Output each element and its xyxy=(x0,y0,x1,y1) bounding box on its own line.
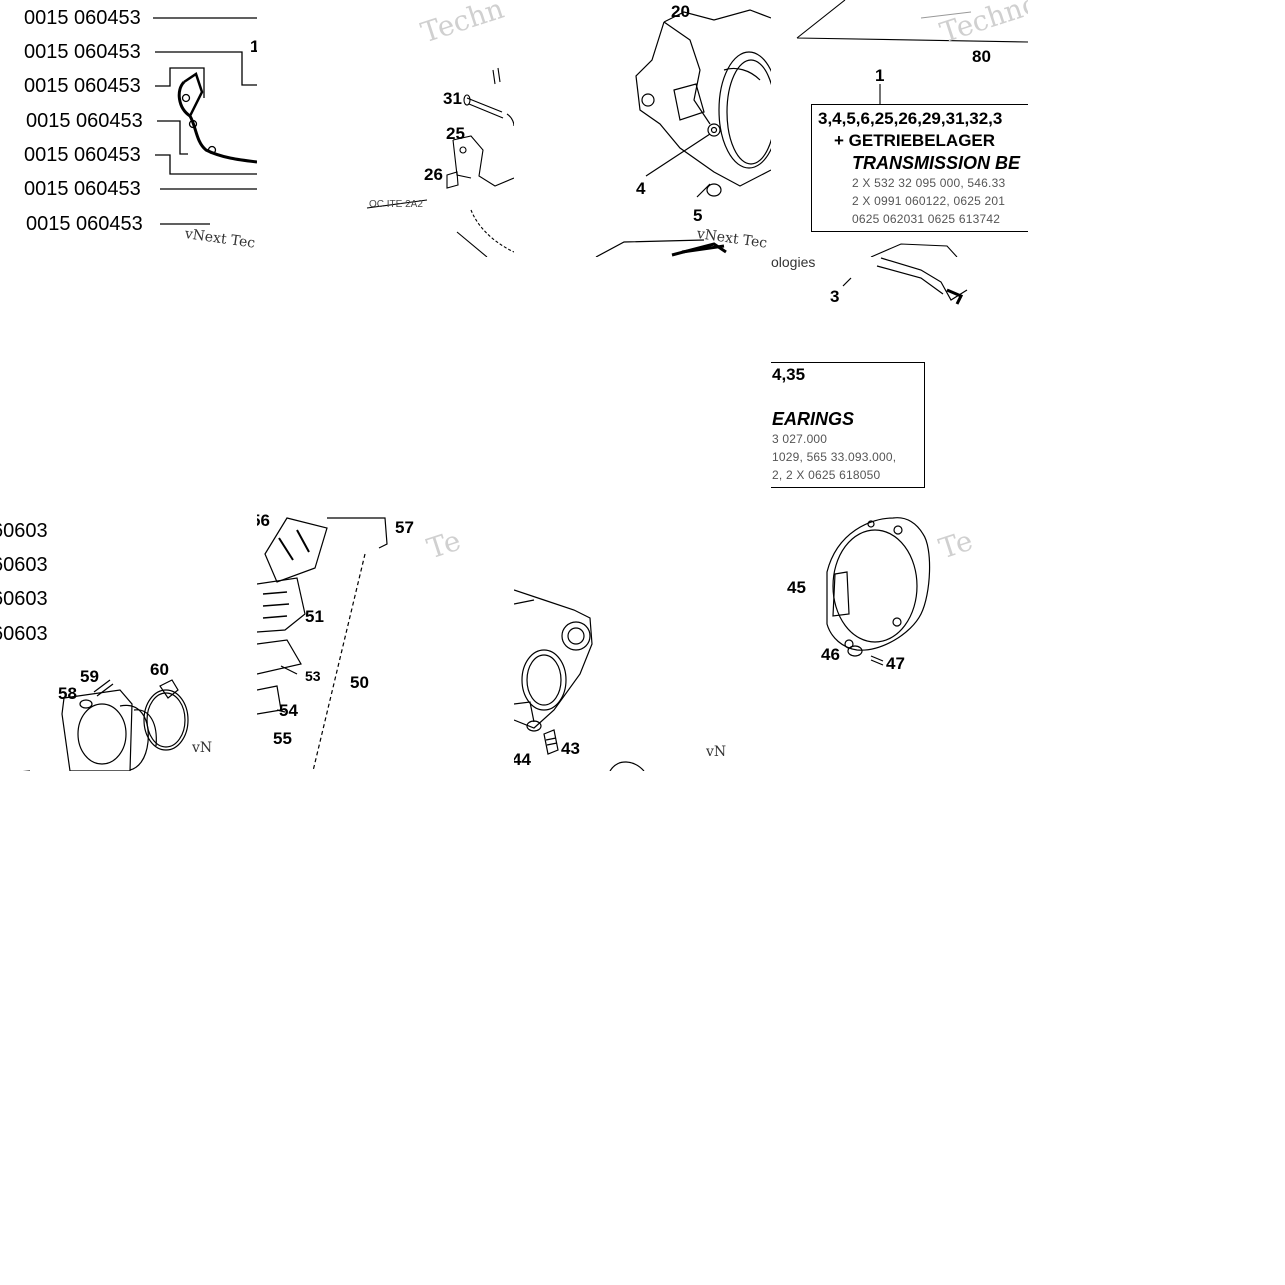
label-45: 45 xyxy=(787,578,806,597)
label-80: 80 xyxy=(972,47,991,66)
part-number-5: 0015 060453 xyxy=(24,144,141,166)
label-56: 56 xyxy=(257,514,270,530)
label-1: 1 xyxy=(875,66,885,85)
label-50: 50 xyxy=(350,673,369,692)
tile-bolt-cover: Techn 31 25 26 OC ITE 2A2 xyxy=(257,0,514,257)
part-number-6: 0015 060453 xyxy=(24,178,141,200)
watermark: vN xyxy=(706,744,727,760)
box-title-de: + GETRIEBELAGER xyxy=(834,131,996,150)
part-number-a: 60603 xyxy=(0,520,48,542)
case-edge-drawing xyxy=(842,257,968,305)
label-58: 58 xyxy=(58,684,77,703)
label-54: 54 xyxy=(279,701,298,720)
label-44: 44 xyxy=(514,750,531,769)
tile-box-continuation: 4,35 EARINGS 3 027.000 1029, 565 33.093.… xyxy=(771,362,925,489)
part-number-b: 60603 xyxy=(0,554,48,576)
kit-info-box: 3,4,5,6,25,26,29,31,32,3 + GETRIEBELAGER… xyxy=(811,104,1028,232)
label-26: 26 xyxy=(424,165,443,184)
watermark-2: ologies xyxy=(771,254,816,270)
box-parts-list: 3,4,5,6,25,26,29,31,32,3 xyxy=(818,109,1003,128)
part-number-4: 0015 060453 xyxy=(26,110,143,132)
part-number-d: 60603 xyxy=(0,623,48,645)
label-53: 53 xyxy=(305,668,321,684)
label-59: 59 xyxy=(80,667,99,686)
box-line-4: 2 X 532 32 095 000, 546.33 xyxy=(852,176,1006,190)
box-line-6: 0625 062031 0625 613742 xyxy=(852,212,1001,226)
part-number-c: 60603 xyxy=(0,588,48,610)
label-5: 5 xyxy=(693,206,703,225)
label-60: 60 xyxy=(150,660,169,679)
callout-1: 1 xyxy=(250,37,257,56)
box-line-4-end: 3 027.000 xyxy=(772,432,828,446)
label-55: 55 xyxy=(273,729,292,748)
tile-clutch-cover: 45 46 47 Te xyxy=(771,514,981,674)
label-4: 4 xyxy=(636,179,646,198)
label-31: 31 xyxy=(443,89,462,108)
tile-crankcase: 20 4 5 vNext Tec xyxy=(514,0,771,257)
label-47: 47 xyxy=(886,654,905,673)
label-25: 25 xyxy=(446,124,465,143)
reed-valve-drawing xyxy=(257,517,388,771)
label-51: 51 xyxy=(305,607,324,626)
part-number-7: 0015 060453 xyxy=(26,213,143,235)
label-20: 20 xyxy=(671,2,690,21)
tile-part-number-list: 0015 060453 0015 060453 0015 060453 0015… xyxy=(0,0,257,257)
intake-flange-drawing xyxy=(22,679,189,771)
box-line-6-end: 2, 2 X 0625 618050 xyxy=(772,468,881,482)
tile-intake-flange: 60603 60603 60603 60603 59 60 58 vN xyxy=(0,514,257,771)
box-line-5-end: 1029, 565 33.093.000, xyxy=(772,450,897,464)
gasket-drawing xyxy=(153,17,257,225)
clutch-cover-drawing xyxy=(826,517,931,666)
part-number-3: 0015 060453 xyxy=(24,75,141,97)
tile-case-edge: ologies 3 xyxy=(771,230,1028,310)
small-text: OC ITE 2A2 xyxy=(369,199,423,210)
label-46: 46 xyxy=(821,645,840,664)
tile-drain-plug: 43 44 vN xyxy=(514,514,771,771)
tile-reed-valve: 56 57 51 53 50 54 55 Te xyxy=(257,514,467,771)
box-parts-list-end: 4,35 xyxy=(772,365,806,384)
kit-info-box-continued: 4,35 EARINGS 3 027.000 1029, 565 33.093.… xyxy=(771,362,925,488)
box-line-5: 2 X 0991 060122, 0625 201 xyxy=(852,194,1006,208)
part-number-2: 0015 060453 xyxy=(24,41,141,63)
label-43: 43 xyxy=(561,739,580,758)
bolt-cover-drawing xyxy=(366,67,514,257)
box-title-en: TRANSMISSION BE xyxy=(852,153,1021,173)
crankcase-drawing xyxy=(595,9,771,257)
manual-drawing xyxy=(796,0,1028,257)
drain-plug-drawing xyxy=(514,589,645,771)
tile-bearing-kit: Techno 80 1 3,4,5,6,25,26,29,31,32,3 + G… xyxy=(771,0,1028,257)
label-3: 3 xyxy=(830,287,840,306)
box-title-en-end: EARINGS xyxy=(772,409,855,429)
watermark: vN xyxy=(192,740,213,756)
part-number-1: 0015 060453 xyxy=(24,7,141,29)
label-57: 57 xyxy=(395,518,414,537)
